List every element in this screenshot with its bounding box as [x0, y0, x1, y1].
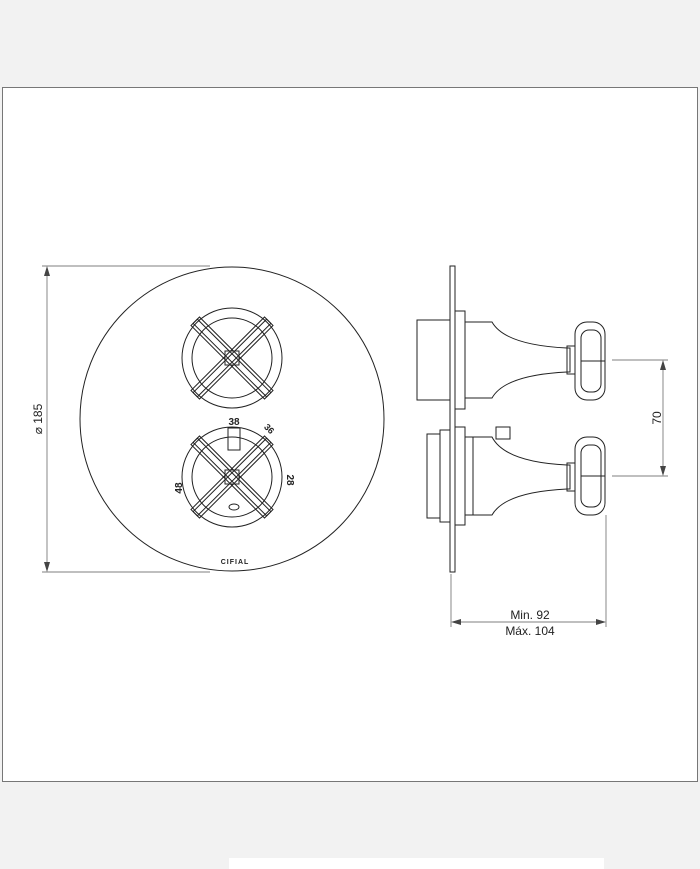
front-view: ⌀ 185 38 36 — [31, 265, 385, 573]
side-view: 70 Min. 92 Máx. 104 — [416, 265, 668, 638]
spacing-label: 70 — [650, 411, 664, 425]
brand-logo: CIFIAL — [221, 559, 250, 566]
cover-plate — [79, 266, 385, 572]
bottom-panel — [229, 858, 604, 869]
temp-28-label: 28 — [284, 474, 295, 486]
max-depth-label: Máx. 104 — [505, 624, 555, 638]
lower-handle — [181, 426, 283, 528]
min-depth-label: Min. 92 — [510, 608, 550, 622]
diameter-label: ⌀ 185 — [31, 403, 45, 434]
drawing-frame — [2, 87, 698, 782]
temp-36-label: 36 — [262, 422, 276, 436]
temp-48-label: 48 — [174, 482, 185, 494]
side-plate — [449, 265, 456, 573]
upper-handle — [181, 307, 283, 409]
temp-38-label: 38 — [228, 417, 240, 428]
